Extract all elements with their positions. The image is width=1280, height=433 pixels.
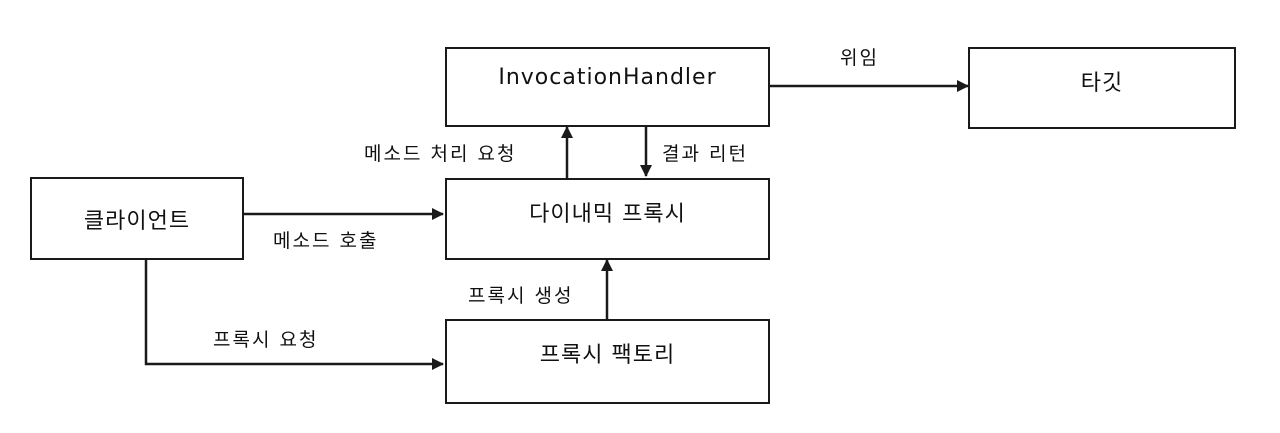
- invocation-handler-label: InvocationHandler: [498, 65, 717, 90]
- client-box: 클라이언트: [30, 177, 244, 260]
- dynamic-proxy-box: 다이내믹 프록시: [445, 178, 770, 260]
- target-box: 타깃: [968, 47, 1236, 129]
- proxy-create-label: 프록시 생성: [468, 285, 574, 307]
- proxy-factory-box: 프록시 팩토리: [445, 319, 770, 404]
- result-return-label: 결과 리턴: [662, 143, 748, 165]
- delegate-label: 위임: [840, 47, 879, 69]
- method-request-label: 메소드 처리 요청: [364, 143, 517, 165]
- proxy-factory-label: 프록시 팩토리: [539, 343, 676, 368]
- proxy-request-label: 프록시 요청: [213, 329, 319, 351]
- method-call-label: 메소드 호출: [273, 230, 379, 252]
- dynamic-proxy-label: 다이내믹 프록시: [529, 202, 686, 227]
- target-label: 타깃: [1080, 71, 1124, 96]
- invocation-handler-box: InvocationHandler: [445, 47, 770, 127]
- client-label: 클라이언트: [83, 208, 191, 234]
